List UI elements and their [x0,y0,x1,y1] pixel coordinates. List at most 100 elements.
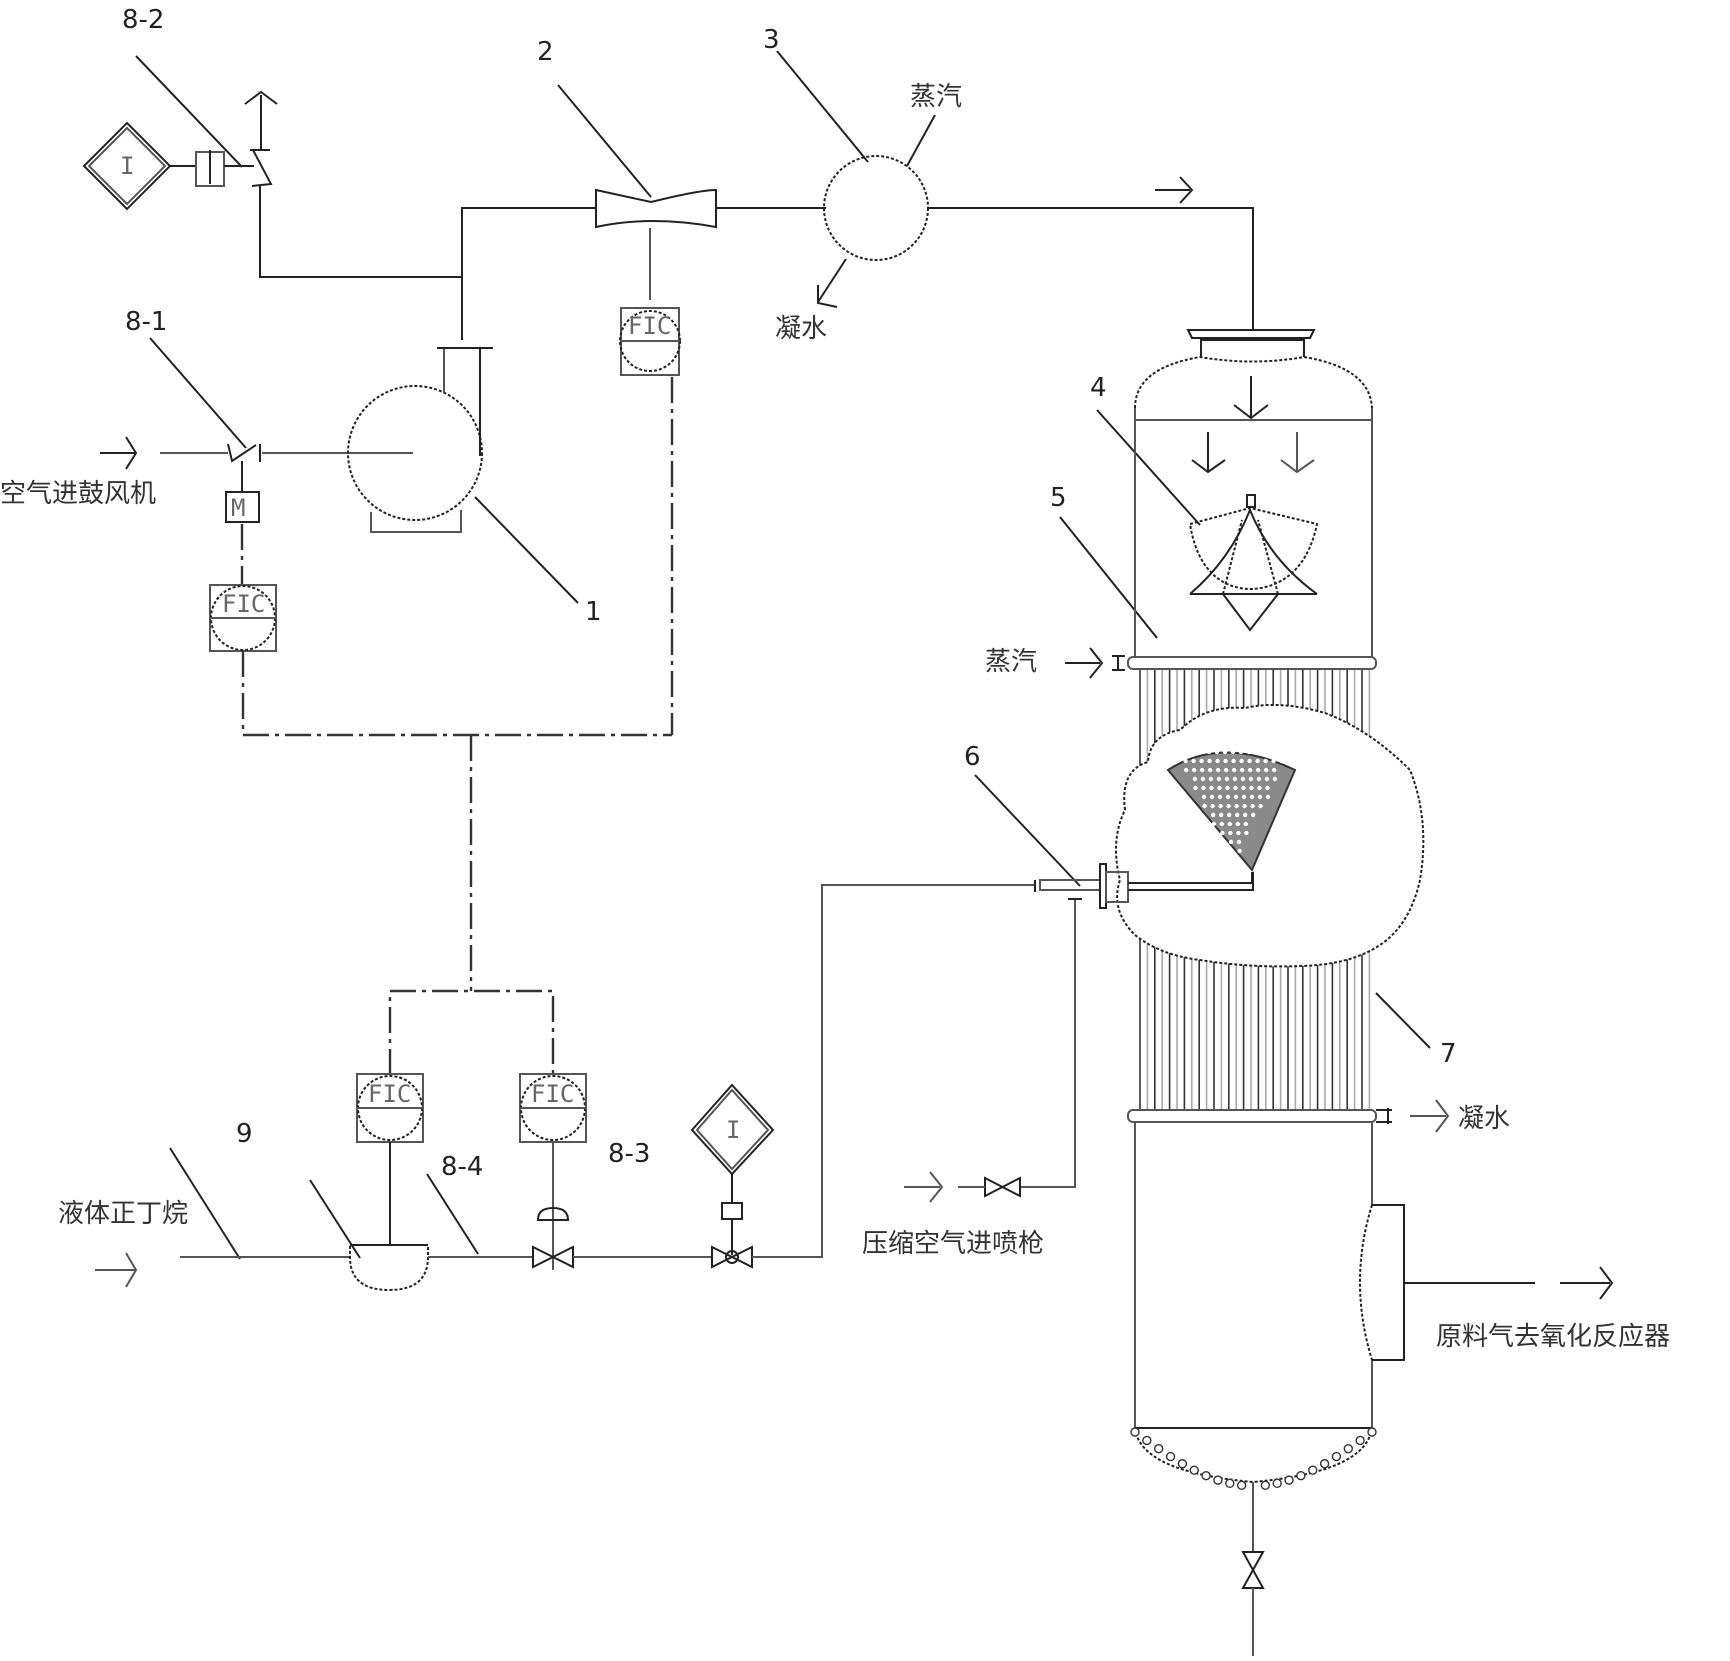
butane-in-arrow-icon [95,1252,138,1288]
leader-1 [474,496,579,604]
droplet [1233,785,1238,791]
pipe-8-2-to-header [259,186,462,278]
liquid-butane-label: 液体正丁烷 [58,1199,188,1229]
droplet [1240,767,1245,773]
condensate-arrow-heater-icon [817,258,847,308]
droplet [1201,785,1206,791]
droplet [1219,821,1225,827]
condensate-label-vessel: 凝水 [1458,1104,1510,1134]
droplet [1192,767,1197,773]
droplet [1233,794,1239,800]
droplet [1246,749,1252,755]
label-8-3: 8-3 [608,1139,650,1169]
jacket-coil [1355,1435,1365,1446]
droplet [1222,749,1228,755]
cutaway-cloud [1115,703,1425,968]
pipe-blower-discharge [461,207,596,340]
droplet [1248,776,1254,782]
fic-venturi: FIC [619,307,681,376]
fic-blower: FIC [209,584,277,652]
droplet [1264,767,1269,773]
motor-8-1 [225,491,260,523]
diaphragm-actuator-8-4 [536,1206,570,1221]
droplet [1183,758,1188,764]
droplet [1214,749,1220,755]
label-4: 4 [1090,373,1107,403]
droplet [1270,749,1276,755]
svg-text:I: I [726,1116,740,1144]
droplet [1272,767,1277,773]
label-8-2: 8-2 [122,5,164,35]
droplet [1234,803,1239,809]
droplet [1207,758,1212,764]
leader-9 [169,1147,241,1260]
label-7: 7 [1440,1039,1457,1069]
interlock-diamond-8-3: I [690,1083,775,1176]
distributor-4 [1189,494,1319,632]
label-1: 1 [585,597,602,627]
compressed-air-arrow-icon [904,1171,944,1203]
svg-text:FIC: FIC [368,1080,411,1108]
spray-droplets [1174,749,1292,854]
droplet [1227,821,1233,827]
fic-flowmeter: FIC [356,1073,424,1143]
droplet [1193,785,1198,791]
droplet [1232,776,1238,782]
droplet [1258,803,1263,809]
droplet [1235,821,1241,827]
droplet [1211,812,1216,818]
droplet [1240,776,1246,782]
signal-line-lower [388,989,555,1075]
jacket-coil [1225,1478,1235,1489]
droplet [1210,803,1215,809]
droplet [1220,830,1225,836]
droplet [1216,767,1221,773]
condensate-nozzle [1376,1108,1392,1124]
droplet [1174,749,1180,755]
droplet [1243,812,1248,818]
jacket-coil [1236,1480,1247,1491]
droplet [1228,830,1233,836]
jacket-coil [1272,1478,1282,1489]
check-valve-8-1 [227,443,261,463]
droplet [1265,785,1270,791]
droplet [1201,794,1207,800]
air-to-blower-label: 空气进鼓风机 [0,479,156,509]
steam-label-heater: 蒸汽 [910,82,962,112]
droplet [1216,776,1222,782]
droplet [1235,812,1240,818]
valve-compressed-air [984,1176,1021,1198]
down-arrow-icon [1191,432,1226,474]
jacket-coil [1367,1427,1377,1437]
droplet [1217,794,1223,800]
droplet [1236,839,1242,845]
blower-1 [347,347,493,533]
droplet [1206,749,1212,755]
down-arrow-icon [1233,376,1269,420]
control-valve-8-4 [532,1245,574,1269]
upper-tube-sheet [1127,656,1377,670]
down-arrow-icon [1280,432,1315,474]
leader-6 [974,774,1081,887]
droplet [1230,749,1236,755]
droplet [1184,767,1189,773]
pipe-compressed-air [1020,900,1076,1188]
spray-pattern [1166,751,1297,872]
leader-8-1 [149,337,247,449]
feed-gas-arrow-icon [1560,1266,1614,1300]
droplet [1251,812,1256,818]
droplet [1278,749,1284,755]
leader-4 [1096,409,1201,526]
droplet [1279,758,1284,764]
droplet [1257,794,1263,800]
fic-valve-8-4: FIC [519,1073,587,1143]
jacket-coil [1213,1475,1223,1485]
droplet [1219,812,1224,818]
lower-tube-sheet [1127,1109,1377,1123]
droplet [1229,848,1234,854]
label-5: 5 [1050,483,1067,513]
droplet [1225,785,1230,791]
steam-heater-3 [823,155,929,261]
droplet [1191,758,1196,764]
